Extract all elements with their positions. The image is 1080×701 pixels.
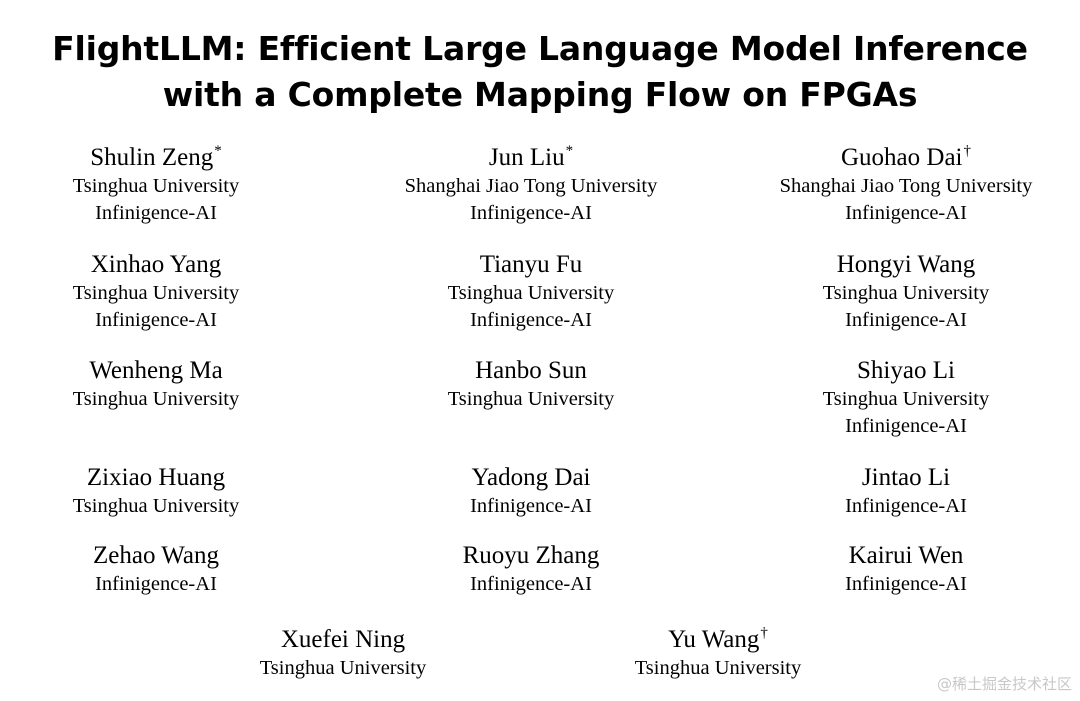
author-name: Xuefei Ning xyxy=(280,626,406,653)
author-block: Shulin Zeng* Tsinghua University Infinig… xyxy=(0,143,336,227)
author-affiliation: Tsinghua University xyxy=(72,175,240,197)
author-affiliation: Tsinghua University xyxy=(259,657,427,679)
author-affiliation: Infinigence-AI xyxy=(845,202,967,224)
author-name: Zehao Wang xyxy=(93,542,219,569)
author-block: Hanbo Sun Tsinghua University xyxy=(351,356,711,413)
author-block: Jintao Li Infinigence-AI xyxy=(726,463,1080,520)
author-affiliation: Tsinghua University xyxy=(72,388,240,410)
author-affiliation: Tsinghua University xyxy=(634,657,802,679)
author-name: Wenheng Ma xyxy=(89,357,223,384)
author-block: Guohao Dai† Shanghai Jiao Tong Universit… xyxy=(726,143,1080,227)
author-block: Yu Wang† Tsinghua University xyxy=(538,625,898,682)
author-block: Tianyu Fu Tsinghua University Infinigenc… xyxy=(351,250,711,334)
author-block: Kairui Wen Infinigence-AI xyxy=(726,541,1080,598)
author-block: Xuefei Ning Tsinghua University xyxy=(163,625,523,682)
equal-contribution-mark: * xyxy=(214,143,222,159)
author-name: Hongyi Wang xyxy=(836,251,976,278)
author-name: Jintao Li xyxy=(861,464,951,491)
paper-title-line-2: with a Complete Mapping Flow on FPGAs xyxy=(162,75,918,114)
author-affiliation: Infinigence-AI xyxy=(470,202,592,224)
author-name: Jun Liu* xyxy=(488,143,574,172)
author-name: Zixiao Huang xyxy=(86,464,226,491)
author-name: Xinhao Yang xyxy=(90,251,222,278)
corresponding-author-mark: † xyxy=(760,625,768,641)
author-name: Shiyao Li xyxy=(857,357,955,384)
author-block: Shiyao Li Tsinghua University Infinigenc… xyxy=(726,356,1080,440)
author-name: Shulin Zeng* xyxy=(90,143,222,172)
author-affiliation: Infinigence-AI xyxy=(845,309,967,331)
watermark: @稀土掘金技术社区 xyxy=(936,675,1072,693)
equal-contribution-mark: * xyxy=(565,143,574,159)
author-name: Tianyu Fu xyxy=(479,251,583,278)
author-affiliation: Tsinghua University xyxy=(822,282,990,304)
author-affiliation: Tsinghua University xyxy=(72,282,240,304)
author-block: Jun Liu* Shanghai Jiao Tong University I… xyxy=(351,143,711,227)
author-name: Guohao Dai† xyxy=(841,143,972,172)
author-affiliation: Shanghai Jiao Tong University xyxy=(404,175,658,197)
author-name: Kairui Wen xyxy=(848,542,964,569)
author-affiliation: Infinigence-AI xyxy=(95,202,217,224)
author-block: Yadong Dai Infinigence-AI xyxy=(351,463,711,520)
author-name: Yu Wang† xyxy=(668,625,768,654)
paper-title-line-1: FlightLLM: Efficient Large Language Mode… xyxy=(52,29,1028,68)
author-affiliation: Shanghai Jiao Tong University xyxy=(779,175,1033,197)
author-affiliation: Infinigence-AI xyxy=(470,309,592,331)
author-affiliation: Infinigence-AI xyxy=(95,573,217,595)
author-block: Zixiao Huang Tsinghua University xyxy=(0,463,336,520)
author-affiliation: Infinigence-AI xyxy=(845,415,967,437)
author-affiliation: Infinigence-AI xyxy=(845,573,967,595)
author-block: Zehao Wang Infinigence-AI xyxy=(0,541,336,598)
author-affiliation: Infinigence-AI xyxy=(470,495,592,517)
author-affiliation: Tsinghua University xyxy=(447,282,615,304)
author-affiliation: Infinigence-AI xyxy=(470,573,592,595)
author-affiliation: Tsinghua University xyxy=(72,495,240,517)
author-name: Hanbo Sun xyxy=(475,357,587,384)
paper-title: FlightLLM: Efficient Large Language Mode… xyxy=(0,26,1080,118)
author-affiliation: Infinigence-AI xyxy=(845,495,967,517)
author-name: Yadong Dai xyxy=(471,464,591,491)
author-name: Ruoyu Zhang xyxy=(462,542,600,569)
author-affiliation: Tsinghua University xyxy=(822,388,990,410)
author-block: Hongyi Wang Tsinghua University Infinige… xyxy=(726,250,1080,334)
author-block: Wenheng Ma Tsinghua University xyxy=(0,356,336,413)
author-block: Xinhao Yang Tsinghua University Infinige… xyxy=(0,250,336,334)
author-block: Ruoyu Zhang Infinigence-AI xyxy=(351,541,711,598)
author-affiliation: Infinigence-AI xyxy=(95,309,217,331)
author-affiliation: Tsinghua University xyxy=(447,388,615,410)
corresponding-author-mark: † xyxy=(963,143,972,159)
